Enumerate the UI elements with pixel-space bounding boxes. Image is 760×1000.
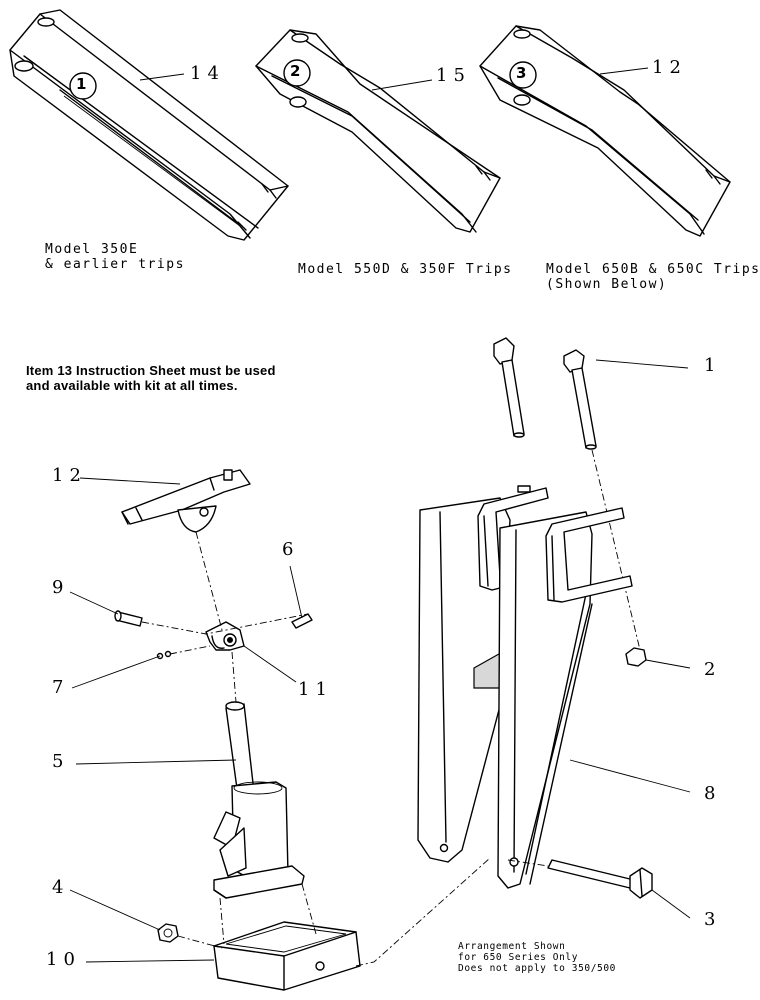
leader-5: [75, 759, 237, 765]
bracket-part: [205, 621, 245, 651]
leader-15: [371, 79, 433, 91]
mount-plate-back: [417, 485, 549, 863]
callout-12: 12: [52, 465, 87, 486]
centerline-4: [231, 651, 237, 703]
badge-circle-3: [509, 61, 537, 89]
nut-2: [625, 647, 647, 667]
screw-part: [156, 650, 172, 660]
bolt-1a: [493, 337, 525, 438]
callout-12-top: 12: [652, 57, 687, 78]
arrangement-note: Arrangement Shown for 650 Series Only Do…: [458, 941, 616, 974]
leader-8: [569, 759, 691, 793]
centerline-bolt3: [507, 859, 549, 867]
leader-11: [243, 645, 297, 683]
callout-1: 1: [704, 355, 722, 376]
trip-bar-550d: [255, 29, 501, 233]
leader-6: [289, 565, 303, 619]
caption-model-650b: Model 650B & 650C Trips (Shown Below): [546, 262, 760, 292]
base-box: [213, 921, 361, 991]
callout-11: 11: [298, 679, 333, 700]
badge-circle-1: [69, 72, 97, 100]
caption-model-350e: Model 350E & earlier trips: [45, 242, 185, 272]
centerline-8: [355, 857, 491, 967]
badge-circle-2: [283, 59, 311, 87]
leader-2: [645, 659, 691, 669]
leader-12-top: [599, 67, 649, 75]
caption-model-550d: Model 550D & 350F Trips: [298, 262, 513, 277]
pin-part: [114, 610, 143, 627]
leader-3: [651, 889, 691, 919]
bolt-3: [547, 859, 653, 899]
centerline-1: [195, 531, 223, 631]
centerline-3: [169, 645, 211, 655]
centerline-5: [219, 897, 225, 945]
pin-part-6: [291, 613, 313, 629]
badge-2: 2: [290, 62, 301, 80]
callout-5: 5: [52, 751, 70, 772]
callout-8: 8: [704, 783, 722, 804]
callout-3: 3: [704, 909, 722, 930]
callout-7: 7: [52, 677, 70, 698]
jack-part: [213, 701, 305, 899]
leader-12: [79, 477, 181, 485]
trip-bar-350e: [9, 9, 289, 241]
leader-4: [69, 889, 161, 931]
callout-6: 6: [282, 539, 300, 560]
badge-1: 1: [76, 75, 87, 93]
badge-3: 3: [516, 64, 527, 82]
leader-9: [69, 591, 119, 615]
callout-2: 2: [704, 659, 722, 680]
trip-bar-650b: [479, 25, 731, 237]
instruction-note: Item 13 Instruction Sheet must be used a…: [26, 363, 276, 393]
leader-7: [71, 655, 161, 689]
centerline-bolt: [591, 449, 641, 651]
mount-plate-front: [497, 507, 633, 889]
bolt-1b: [563, 349, 597, 450]
centerline-6: [301, 883, 317, 935]
callout-10: 10: [46, 949, 81, 970]
leader-10: [85, 959, 215, 963]
callout-9: 9: [52, 577, 70, 598]
centerline-2: [141, 613, 309, 635]
nut-part: [157, 923, 179, 943]
small-trip-bar: [121, 469, 251, 533]
callout-4: 4: [52, 877, 70, 898]
callout-14: 14: [190, 63, 225, 84]
leader-14: [139, 73, 185, 81]
leader-1: [595, 359, 689, 369]
callout-15: 15: [436, 65, 471, 86]
